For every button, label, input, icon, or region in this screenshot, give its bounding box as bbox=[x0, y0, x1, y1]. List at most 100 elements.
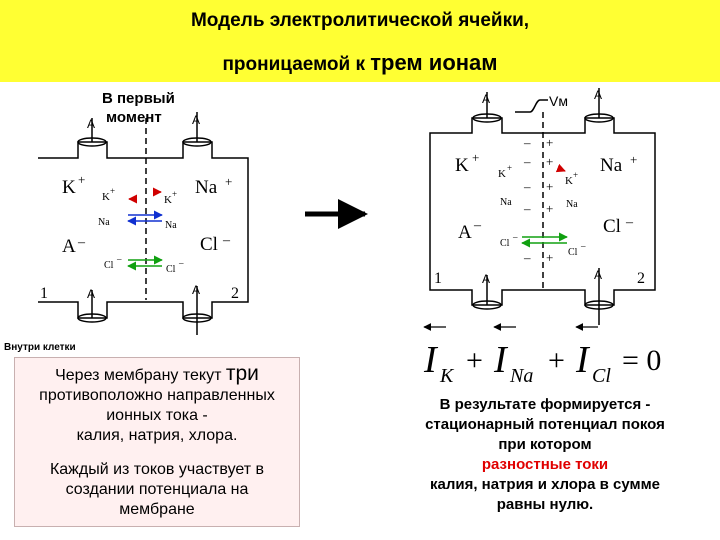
right-ion-cl-sign: – bbox=[625, 215, 634, 230]
vm-wire bbox=[515, 99, 548, 113]
left-ion-cl: Cl bbox=[200, 234, 218, 255]
title-band bbox=[0, 0, 720, 82]
left-text-p2-line3: мембране bbox=[119, 501, 195, 518]
left-text-p2-line2: создании потенциала на bbox=[65, 481, 249, 498]
title-line-1: Модель электролитической ячейки, bbox=[190, 10, 530, 31]
left-electrode-letter-top-1: A bbox=[87, 117, 95, 131]
eq-plus-1: + bbox=[466, 344, 483, 377]
left-text-p1: Через мембрану текут три противоположно … bbox=[15, 362, 299, 446]
eq-sub-k: K bbox=[439, 365, 455, 387]
right-small-k-right: K bbox=[565, 175, 573, 187]
right-ion-a-sign: – bbox=[473, 218, 482, 233]
membrane-charge-minus-3: – bbox=[523, 179, 531, 194]
right-electrode-letter-bot-2: A bbox=[594, 268, 602, 282]
left-small-cl-right-sign: – bbox=[178, 258, 184, 268]
right-text-line5: калия, натрия и хлора в сумме bbox=[429, 476, 661, 493]
membrane-charge-minus-5: – bbox=[523, 250, 531, 265]
left-labels: В первый момент K + Na + A – Cl – K + K … bbox=[40, 90, 239, 302]
right-ion-na-sign: + bbox=[630, 152, 637, 167]
vm-label: Vм bbox=[549, 93, 568, 109]
eq-current-k: I bbox=[423, 339, 439, 381]
right-ion-na: Na bbox=[600, 155, 623, 176]
left-text-line2: противоположно направленных bbox=[39, 387, 275, 404]
membrane-charge-minus-2: – bbox=[523, 154, 531, 169]
left-small-k-left: K bbox=[102, 191, 110, 203]
right-small-k-right-sign: + bbox=[573, 170, 578, 180]
left-explanation-box: Через мембрану текут три противоположно … bbox=[14, 357, 300, 527]
right-electrode-letter-top-1: A bbox=[482, 92, 490, 106]
right-text-red: разностные токи bbox=[481, 456, 609, 473]
left-ion-na-sign: + bbox=[225, 174, 232, 189]
left-moment-label-2: момент bbox=[106, 109, 162, 126]
left-moment-label-1: В первый bbox=[102, 90, 175, 107]
membrane-charge-plus-3: + bbox=[546, 179, 553, 194]
right-k-arrow bbox=[555, 163, 566, 173]
right-small-k-sign: + bbox=[507, 163, 512, 173]
left-cell-outline bbox=[38, 141, 249, 319]
eq-plus-2: + bbox=[548, 344, 565, 377]
membrane-charge-minus-4: – bbox=[523, 201, 531, 216]
inside-cell-label: Внутри клетки bbox=[4, 342, 76, 353]
right-small-cl-right-sign: – bbox=[580, 241, 586, 251]
left-small-cl-left-sign: – bbox=[116, 254, 122, 264]
left-small-k-right-sign: + bbox=[172, 189, 177, 199]
right-explanation: В результате формируется - стационарный … bbox=[375, 395, 715, 515]
right-electrode-letter-top-2: A bbox=[594, 88, 602, 102]
left-ion-a: A bbox=[62, 236, 76, 257]
title-line-2: проницаемой к трем ионам bbox=[0, 50, 720, 76]
current-equation: I K + I Na + I Cl = 0 bbox=[423, 323, 661, 387]
eq-sub-na: Na bbox=[509, 365, 533, 387]
right-small-na-right: Na bbox=[566, 199, 578, 210]
left-small-na-right: Na bbox=[165, 220, 177, 231]
membrane-charge-plus-4: + bbox=[546, 201, 553, 216]
left-text-line4: калия, натрия, хлора. bbox=[76, 427, 238, 444]
right-text-line6: равны нулю. bbox=[496, 496, 594, 513]
left-electrode-letter-bot-1: A bbox=[87, 287, 95, 301]
left-small-cl-right: Cl bbox=[166, 264, 176, 275]
left-text-p2-line1: Каждый из токов участвует в bbox=[49, 461, 265, 478]
left-ion-na: Na bbox=[195, 177, 218, 198]
left-small-na-left: Na bbox=[98, 217, 110, 228]
right-small-cl: Cl bbox=[500, 238, 510, 249]
membrane-charge-plus-1: + bbox=[546, 135, 553, 150]
left-text-line3: ионных тока - bbox=[106, 407, 208, 424]
right-small-cl-right: Cl bbox=[568, 247, 578, 258]
right-small-cl-sign: – bbox=[512, 232, 518, 242]
title-line-2-prefix: проницаемой к bbox=[222, 54, 371, 75]
membrane-charge-plus-2: + bbox=[546, 154, 553, 169]
eq-sub-cl: Cl bbox=[592, 365, 611, 387]
left-small-k-left-sign: + bbox=[110, 186, 115, 196]
right-ion-k: K bbox=[455, 155, 469, 176]
membrane-charge-plus-5: + bbox=[546, 250, 553, 265]
right-cell-outline bbox=[429, 117, 656, 306]
right-ion-cl: Cl bbox=[603, 216, 621, 237]
right-text-line3: при котором bbox=[498, 436, 592, 453]
right-text-line2: стационарный потенциал покоя bbox=[425, 416, 665, 433]
left-ion-a-sign: – bbox=[77, 235, 86, 250]
left-small-cl-left: Cl bbox=[104, 260, 114, 271]
left-text-three: три bbox=[225, 362, 259, 385]
left-ion-k-sign: + bbox=[78, 172, 85, 187]
eq-equals-zero: = 0 bbox=[622, 344, 661, 377]
right-electrode-letter-bot-1: A bbox=[482, 272, 490, 286]
left-ion-arrows bbox=[127, 187, 163, 271]
eq-current-na: I bbox=[493, 339, 509, 381]
left-ion-k: K bbox=[62, 177, 76, 198]
title-emphasis: трем ионам bbox=[370, 50, 498, 75]
left-compartment-1: 1 bbox=[40, 285, 48, 302]
right-ion-arrows bbox=[521, 163, 568, 248]
right-small-k: K bbox=[498, 168, 506, 180]
right-small-na: Na bbox=[500, 197, 512, 208]
left-ion-cl-sign: – bbox=[222, 233, 231, 248]
right-compartment-2: 2 bbox=[637, 270, 645, 287]
right-cell-diagram bbox=[429, 88, 656, 325]
eq-current-cl: I bbox=[575, 339, 591, 381]
right-ion-k-sign: + bbox=[472, 150, 479, 165]
membrane-charge-minus-1: – bbox=[523, 135, 531, 150]
right-text-line1: В результате формируется - bbox=[439, 396, 651, 413]
left-electrode-letter-top-2: A bbox=[192, 113, 200, 127]
right-compartment-1: 1 bbox=[434, 270, 442, 287]
left-text-line1: Через мембрану текут bbox=[55, 367, 226, 384]
left-cell-diagram bbox=[38, 112, 249, 335]
